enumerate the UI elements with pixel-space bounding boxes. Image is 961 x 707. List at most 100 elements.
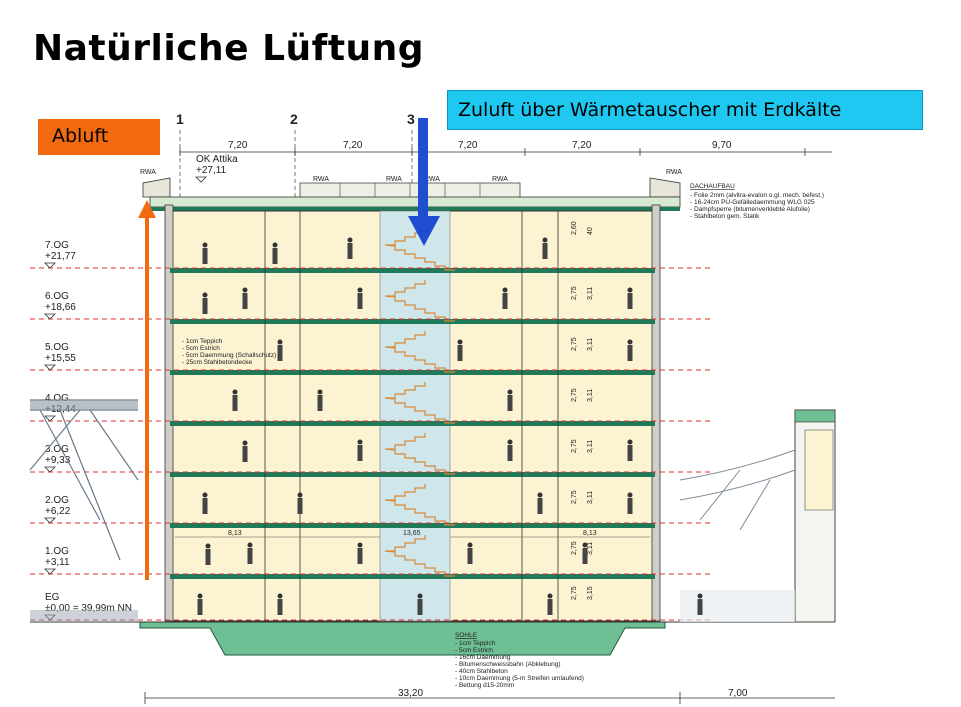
span-dim-4: 7,20 xyxy=(572,140,592,151)
person-figure xyxy=(202,242,208,264)
person-figure xyxy=(242,440,248,462)
span-dim-2: 7,20 xyxy=(343,140,363,151)
storey-total-dim: 3,11 xyxy=(587,389,594,402)
slab-note-3: - 16cm Daemmung xyxy=(455,654,511,661)
right-width-dim: 7,00 xyxy=(728,688,748,699)
span-dim-5: 9,70 xyxy=(712,140,732,151)
level-value: +15,55 xyxy=(45,353,76,364)
staircase xyxy=(384,229,455,577)
level-marker-icon xyxy=(44,415,56,422)
span-dim-3: 7,20 xyxy=(458,140,478,151)
total-width-dim: 33,20 xyxy=(398,688,423,699)
person-figure xyxy=(202,292,208,314)
floor-slab xyxy=(170,523,655,528)
person-figure xyxy=(357,287,363,309)
slab-note-2: - 5cm Estrich xyxy=(455,647,493,654)
floor-slab xyxy=(170,370,655,375)
storey-height-dim: 2,75 xyxy=(571,337,578,351)
floor-slab xyxy=(170,268,655,273)
person-figure xyxy=(467,542,473,564)
person-figure xyxy=(357,439,363,461)
stair-flight xyxy=(384,382,455,424)
slab-note-5: - 40cm Stahlbeton xyxy=(455,668,508,675)
level-marker-icon xyxy=(44,568,56,575)
storey-total-dim: 40 xyxy=(587,227,594,235)
storey-height-dim: 2,75 xyxy=(571,439,578,453)
level-value: +21,77 xyxy=(45,251,76,262)
level-name: EG xyxy=(45,592,60,603)
person-figure xyxy=(277,593,283,615)
level-marker-icon xyxy=(44,517,56,524)
person-figure xyxy=(247,542,253,564)
axis-label-3: 3 xyxy=(407,111,415,127)
level-value: +9,33 xyxy=(45,455,71,466)
page-title: Natürliche Lüftung xyxy=(33,28,425,69)
person-figure xyxy=(627,492,633,514)
storey-height-dim: 2,60 xyxy=(571,221,578,235)
slab-note-4: - Bitumenschweissbahn (Abklebung) xyxy=(455,661,561,668)
storey-total-dim: 3,15 xyxy=(587,586,594,600)
attika-name: OK Attika xyxy=(196,154,238,165)
person-figure xyxy=(417,593,423,615)
person-figure xyxy=(537,492,543,514)
person-figure xyxy=(507,439,513,461)
floor-note-4: - 25cm Stahlbetondecke xyxy=(182,359,252,366)
floor-slab xyxy=(170,574,655,579)
storey-height-dim: 2,75 xyxy=(571,388,578,402)
roof-note-3: - Dampfsperre (bitumenverklebte Alufolie… xyxy=(690,206,810,213)
person-figure xyxy=(627,339,633,361)
storey-total-dim: 3,11 xyxy=(587,338,594,351)
storey-height-dim: 2,75 xyxy=(571,541,578,555)
rwa-label-3: RWA xyxy=(424,176,440,183)
rwa-label-right: RWA xyxy=(666,169,682,176)
zuluft-callout: Zuluft über Wärmetauscher mit Erdkälte xyxy=(447,90,923,130)
level-value: ±0,00 = 39,99m NN xyxy=(45,603,132,614)
right-room-dim: 8,13 xyxy=(583,530,597,537)
axis-label-2: 2 xyxy=(290,111,298,127)
person-figure xyxy=(277,339,283,361)
rwa-label-2: RWA xyxy=(386,176,402,183)
person-figure xyxy=(317,389,323,411)
stair-flight xyxy=(384,484,455,526)
person-figure xyxy=(205,543,211,565)
zuluft-arrow xyxy=(418,118,428,218)
person-figure xyxy=(627,439,633,461)
left-room-dim: 8,13 xyxy=(228,530,242,537)
stair-flight xyxy=(384,331,455,373)
level-value: +3,11 xyxy=(45,557,70,568)
person-figure xyxy=(242,287,248,309)
roof-notes-heading: DACHAUFBAU xyxy=(690,183,735,190)
floor-slab xyxy=(170,472,655,477)
person-figure xyxy=(547,593,553,615)
storey-total-dim: 3,11 xyxy=(587,287,594,300)
floor-slabs xyxy=(170,268,655,579)
floor-note-3: - 5cm Daemmung (Schallschutz) xyxy=(182,352,276,359)
level-marker-icon xyxy=(44,313,56,320)
storey-height-dim: 2,75 xyxy=(571,586,578,600)
storey-total-dim: 3,11 xyxy=(587,491,594,504)
rwa-label-left: RWA xyxy=(140,169,156,176)
rwa-label-1: RWA xyxy=(313,176,329,183)
person-figure xyxy=(297,492,303,514)
storey-total-dim: 3,11 xyxy=(587,440,594,453)
roof-note-2: - 16-24cm PU-Gefälledaemmung WLG 025 xyxy=(690,199,815,206)
storey-height-dim: 2,75 xyxy=(571,490,578,504)
slab-note-1: - 1cm Teppich xyxy=(455,640,496,647)
level-name: 7.OG xyxy=(45,240,69,251)
level-name: 2.OG xyxy=(45,495,69,506)
person-figure xyxy=(347,237,353,259)
person-figure xyxy=(697,593,703,615)
rwa-label-4: RWA xyxy=(492,176,508,183)
floor-note-2: - 5cm Estrich xyxy=(182,345,220,352)
level-marker-icon xyxy=(44,364,56,371)
level-value: +6,22 xyxy=(45,506,71,517)
level-name: 6.OG xyxy=(45,291,69,302)
attika-level: +27,11 xyxy=(196,165,227,176)
stair-flight xyxy=(384,280,455,322)
slab-note-6: - 10cm Daemmung (5-m Streifen umlaufend) xyxy=(455,675,584,682)
person-figure xyxy=(542,237,548,259)
floor-slab xyxy=(170,319,655,324)
person-figure xyxy=(272,242,278,264)
level-value: +18,66 xyxy=(45,302,76,313)
person-figure xyxy=(507,389,513,411)
